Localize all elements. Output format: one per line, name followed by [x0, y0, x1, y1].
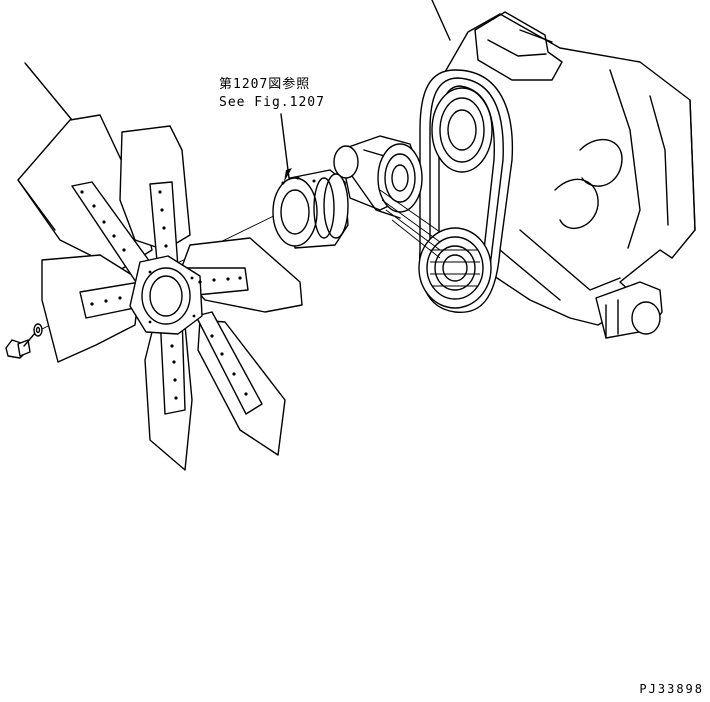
fan-pulley-icon — [272, 169, 349, 249]
v-belt-icon — [377, 69, 514, 314]
fan-blade-icon — [17, 114, 303, 471]
washer-icon — [33, 323, 43, 337]
bolt-icon — [5, 331, 37, 359]
figure-reference-jp: 第1207図参照 — [219, 77, 311, 92]
fan-rivets — [80, 190, 248, 400]
figure-reference-en: See Fig.1207 — [219, 95, 325, 110]
drawing-code: PJ33898 — [639, 682, 704, 696]
